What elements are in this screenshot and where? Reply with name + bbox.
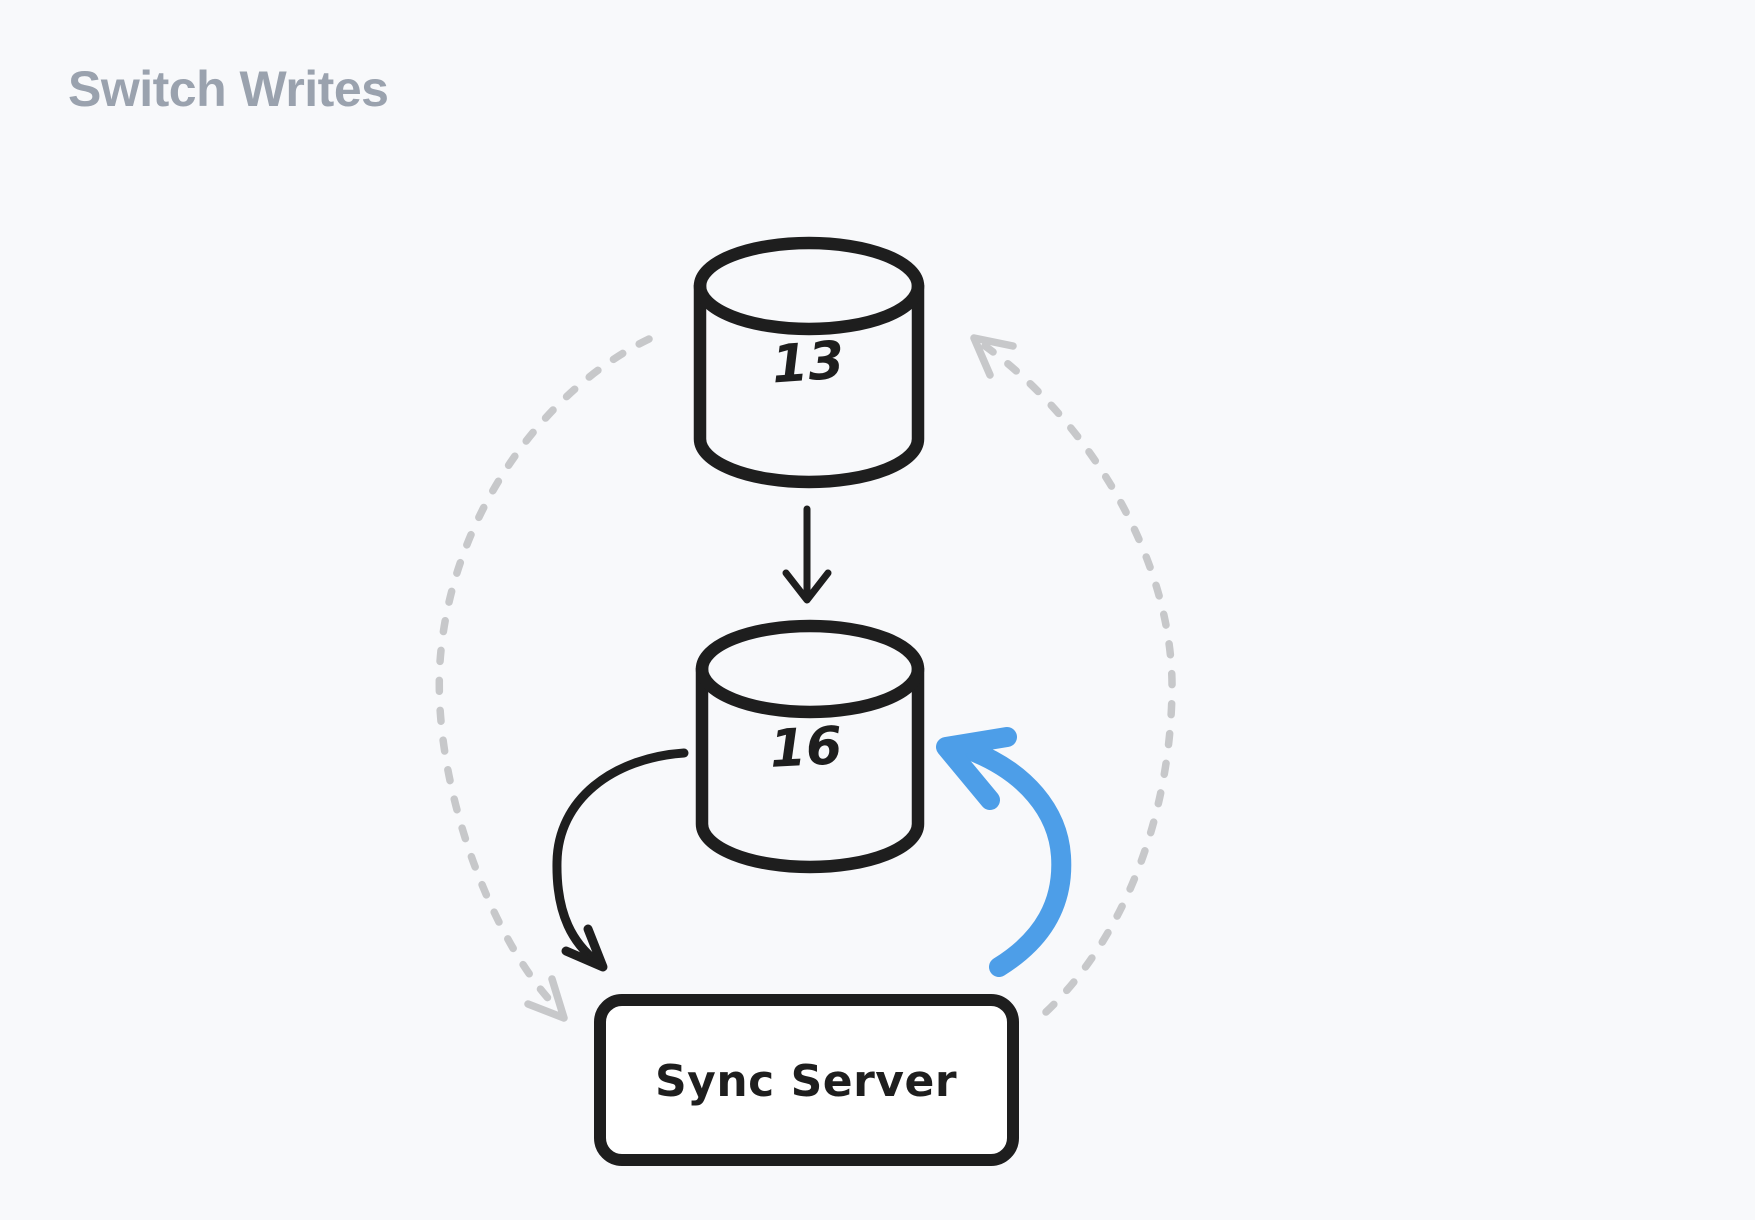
dashed-arrow-db13-to-syncserver [435,335,653,1022]
page-title: Switch Writes [68,61,389,117]
sync-server-label: Sync Server [655,1056,957,1107]
arrow-db16-to-syncserver [552,748,689,972]
database-cylinder-middle: 16 [695,619,925,874]
arrow-db13-to-db16 [782,505,832,604]
dashed-arrow-syncserver-to-db13 [970,334,1176,1016]
database-cylinder-top: 13 [693,236,925,489]
sync-server-node: Sync Server [594,994,1019,1166]
arrow-syncserver-to-db16 [936,727,1072,977]
db-middle-label: 16 [768,716,843,780]
db-top-label: 13 [770,331,846,396]
